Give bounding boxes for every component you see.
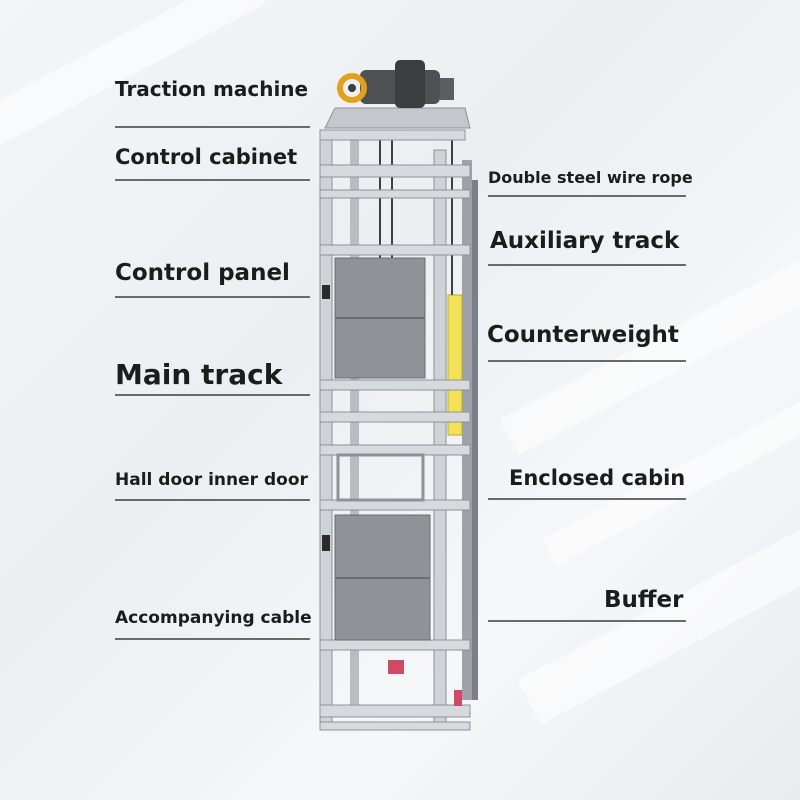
label-accompanying-cable: Accompanying cable [115, 608, 312, 628]
leader-line [488, 195, 686, 197]
leader-line [115, 296, 310, 298]
leader-line [488, 360, 686, 362]
leader-line [488, 498, 686, 500]
label-counterweight: Counterweight [487, 322, 679, 348]
leader-line [115, 126, 310, 128]
leader-line [488, 620, 686, 622]
leader-line [115, 179, 310, 181]
frame-crossbars [319, 129, 471, 731]
leader-line [115, 499, 310, 501]
label-control-panel: Control panel [115, 260, 290, 286]
label-enclosed-cabin: Enclosed cabin [509, 466, 686, 490]
leader-line [115, 638, 310, 640]
buffer-block [454, 690, 462, 706]
counterweight-block [447, 294, 463, 436]
hall-door-frame [336, 453, 425, 502]
label-main-track: Main track [115, 358, 283, 391]
label-double-steel-wire-rope: Double steel wire rope [488, 168, 693, 187]
lower-cabin [322, 514, 431, 674]
label-auxiliary-track: Auxiliary track [490, 228, 680, 254]
label-buffer: Buffer [604, 587, 684, 613]
label-control-cabinet: Control cabinet [115, 145, 298, 169]
leader-line [488, 264, 686, 266]
upper-cabin [322, 257, 426, 379]
label-hall-door-inner-door: Hall door inner door [115, 470, 308, 490]
traction-machine-assembly [324, 60, 471, 129]
leader-line [115, 394, 310, 396]
label-traction-machine: Traction machine [115, 77, 309, 101]
